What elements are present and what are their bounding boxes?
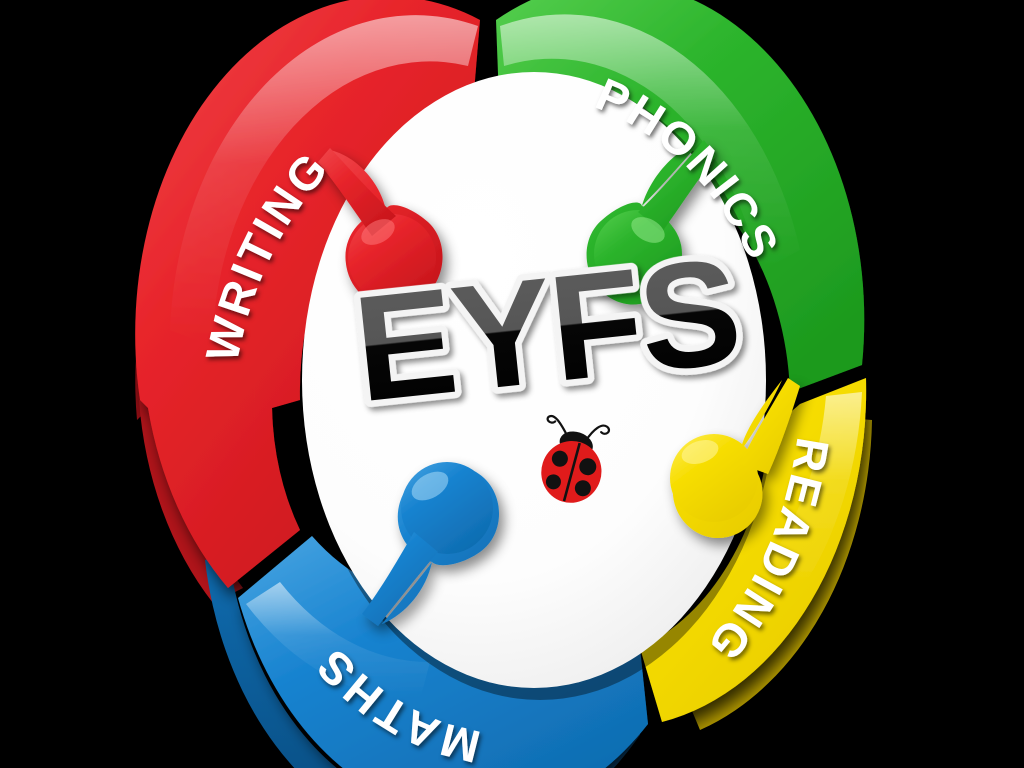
ladybird-spot bbox=[574, 480, 591, 497]
ladybird-spot bbox=[551, 450, 568, 467]
ladybird-wing-split bbox=[562, 442, 581, 502]
ladybird-icon bbox=[541, 414, 611, 503]
writing-gloss bbox=[170, 15, 478, 346]
ladybird-antenna-left bbox=[546, 414, 570, 439]
reading-gloss bbox=[770, 392, 862, 592]
segment-reading[interactable] bbox=[640, 378, 867, 722]
writing-puzzle-tab bbox=[318, 148, 443, 308]
puzzle-tab-layer bbox=[318, 140, 800, 626]
maths-puzzle-tab bbox=[362, 462, 500, 626]
phonics-gloss bbox=[500, 14, 800, 272]
reading-segment-face[interactable] bbox=[640, 378, 867, 722]
ladybird-spot bbox=[579, 458, 597, 476]
ladybird-antenna-right bbox=[584, 424, 611, 442]
reading-puzzle-tab bbox=[670, 378, 800, 538]
ladybird-spot bbox=[545, 474, 561, 490]
phonics-puzzle-tab bbox=[586, 140, 716, 305]
center-title: EYFS bbox=[347, 226, 746, 433]
maths-gloss bbox=[246, 582, 430, 700]
